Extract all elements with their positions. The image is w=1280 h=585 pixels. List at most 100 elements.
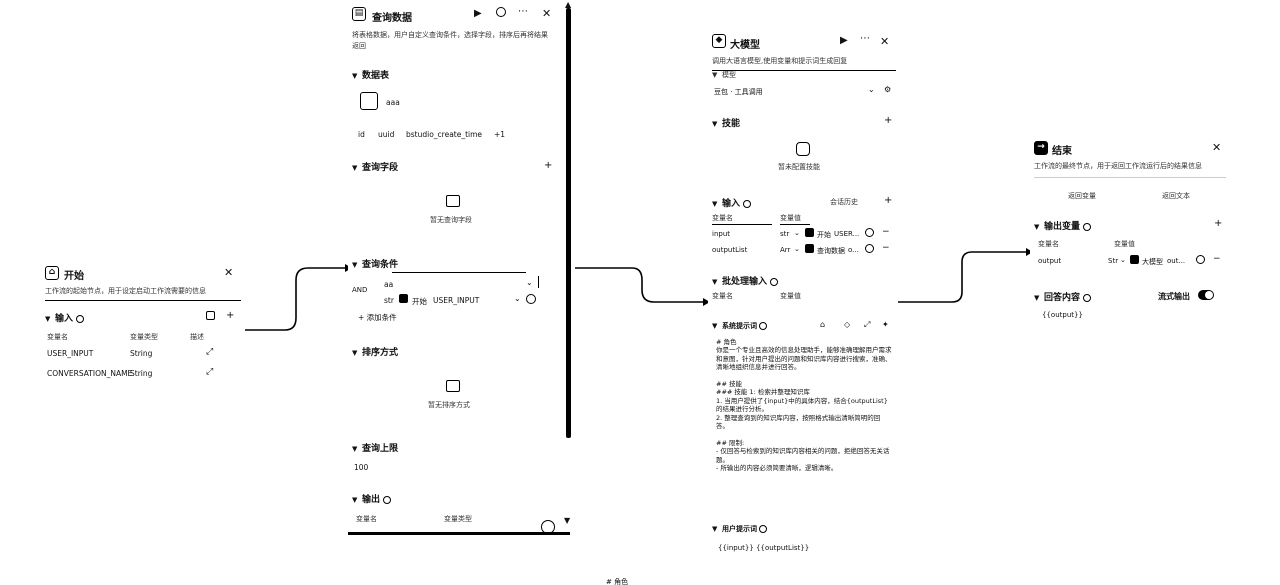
info-icon [743, 199, 752, 208]
prompt-line: ### 技能 1: 检索并整理知识库 [716, 388, 810, 397]
edit-icon[interactable]: ⤢ [206, 367, 214, 377]
chevron-down-icon[interactable]: ⌄ [514, 294, 521, 303]
end-node[interactable]: → 结束 ✕ 工作流的最终节点，用于返回工作流运行后的结果信息 返回变量 返回文… [1030, 137, 1230, 327]
model-selector[interactable]: 豆包 · 工具调用 [714, 88, 763, 96]
sort-header[interactable]: ▼排序方式 [352, 348, 399, 358]
chevron-down-icon[interactable]: ⌄ [794, 245, 800, 253]
var-name[interactable]: input [712, 230, 731, 238]
history-icon[interactable] [496, 7, 506, 17]
history-icon[interactable] [865, 228, 874, 237]
settings-icon[interactable] [206, 311, 215, 320]
conditions-header[interactable]: ▼查询条件 [352, 260, 399, 270]
chevron-down-icon[interactable]: ⌄ [1120, 256, 1126, 264]
close-icon[interactable]: ✕ [224, 266, 234, 279]
close-icon[interactable]: ✕ [542, 7, 552, 20]
add-icon[interactable]: + [1214, 218, 1223, 229]
chevron-down-icon: ▼ [712, 322, 718, 330]
run-icon[interactable]: ▶ [840, 35, 848, 46]
col-name: 变量名 [712, 214, 733, 222]
col-type: 变量类型 [444, 515, 472, 523]
and-selector[interactable]: AND [352, 286, 368, 294]
query-fields-header[interactable]: ▼查询字段 [352, 163, 399, 173]
stream-toggle[interactable] [1198, 290, 1214, 300]
answer-header[interactable]: ▼回答内容 [1034, 290, 1092, 303]
more-icon[interactable]: ⋯ [860, 33, 870, 44]
var-name[interactable]: outputList [712, 246, 748, 254]
user-prompt-text[interactable]: {{input}} {{outputList}} [718, 544, 810, 552]
node-title: 查询数据 [372, 13, 412, 24]
prompt-line: 你是一个专业且高效的信息处理助手，能够准确理解用户需求和意图，针对用户提出的问题… [716, 346, 892, 372]
add-icon[interactable]: + [884, 195, 893, 206]
limit-header[interactable]: ▼查询上限 [352, 444, 399, 454]
remove-icon[interactable]: − [882, 227, 890, 237]
history-icon[interactable] [865, 244, 874, 253]
input-section-header[interactable]: ▼输入 [45, 311, 85, 324]
llm-node[interactable]: ◆ 大模型 ▶ ⋯ ✕ 调用大语言模型,使用变量和提示词生成回复 ▼模型 豆包 … [708, 30, 898, 560]
add-icon[interactable]: + [226, 310, 235, 321]
var-value[interactable]: USER... [834, 230, 860, 238]
tab-return-text[interactable]: 返回文本 [1162, 192, 1190, 200]
var-type: str [780, 230, 790, 238]
var-name[interactable]: output [1038, 257, 1062, 265]
col-name: 变量名 [47, 333, 68, 341]
start-node[interactable]: ⌂ 开始 ✕ 工作流的起始节点，用于设定启动工作流需要的信息 ▼输入 + 变量名… [40, 262, 245, 392]
horizontal-scrollbar[interactable] [348, 532, 570, 535]
model-section-header[interactable]: ▼模型 [712, 71, 736, 79]
more-icon[interactable]: ⋯ [518, 6, 528, 17]
close-icon[interactable]: ✕ [1212, 141, 1222, 154]
remove-condition-icon[interactable] [526, 294, 536, 304]
close-icon[interactable]: ✕ [880, 35, 890, 48]
chevron-down-icon: ▼ [712, 278, 718, 286]
remove-icon[interactable]: − [882, 243, 890, 253]
var-value[interactable]: out... [1167, 257, 1186, 265]
chevron-down-icon: ▼ [1034, 223, 1040, 231]
add-icon[interactable]: + [884, 115, 893, 126]
input-header[interactable]: ▼输入 [712, 196, 752, 209]
vertical-scrollbar[interactable] [566, 8, 571, 438]
scroll-up-icon[interactable]: ▲ [565, 0, 572, 9]
limit-input[interactable]: 100 [354, 463, 369, 472]
stream-label: 流式输出 [1158, 292, 1190, 301]
var-type: String [130, 349, 153, 358]
library-icon[interactable]: ⌂ [820, 320, 826, 329]
chevron-down-icon[interactable]: ⌄ [868, 85, 875, 94]
chevron-down-icon[interactable]: ⌄ [794, 229, 800, 237]
var-value[interactable]: o... [848, 246, 859, 254]
node-title: 结束 [1052, 146, 1072, 157]
edit-icon[interactable]: ⤢ [206, 347, 214, 357]
run-icon[interactable]: ▶ [474, 8, 482, 19]
zoom-icon[interactable] [541, 520, 555, 534]
system-prompt-header[interactable]: ▼系统提示词 [712, 321, 768, 331]
optimize-icon[interactable]: ✦ [882, 320, 889, 329]
batch-header[interactable]: ▼批处理输入 [712, 274, 779, 287]
condition-value[interactable]: USER_INPUT [433, 296, 480, 305]
var-source: 查询数据 [817, 247, 845, 255]
condition-source: 开始 [412, 297, 427, 306]
skills-header[interactable]: ▼技能 [712, 119, 741, 129]
table-section-header[interactable]: ▼数据表 [352, 71, 390, 81]
answer-content[interactable]: {{output}} [1042, 311, 1083, 319]
info-icon [759, 322, 768, 330]
history-icon[interactable] [1196, 255, 1205, 264]
output-header[interactable]: ▼输出 [352, 492, 392, 505]
scroll-down-icon[interactable]: ▼ [564, 516, 571, 525]
chevron-down-icon: ▼ [712, 120, 718, 128]
add-icon[interactable]: + [544, 160, 553, 171]
expand-icon[interactable]: ⤢ [864, 320, 871, 329]
prompt-line [716, 372, 892, 380]
tab-return-variable[interactable]: 返回变量 [1068, 192, 1096, 200]
gear-icon[interactable]: ⚙ [884, 85, 892, 94]
remove-icon[interactable]: − [1213, 254, 1221, 264]
variable-icon[interactable]: ◇ [844, 320, 851, 329]
output-header[interactable]: ▼输出变量 [1034, 219, 1092, 232]
query-data-node[interactable]: ▤ 查询数据 ▶ ⋯ ✕ 将表格数据，用户自定义查询条件，选择字段，排序后再将结… [348, 0, 574, 540]
field-more: +1 [494, 130, 506, 139]
system-prompt-text[interactable]: # 角色你是一个专业且高效的信息处理助手，能够准确理解用户需求和意图，针对用户提… [716, 338, 892, 473]
col-desc: 描述 [190, 333, 204, 341]
add-condition-button[interactable]: + 添加条件 [358, 313, 397, 322]
info-icon [76, 314, 85, 323]
condition-field[interactable]: aa [384, 280, 394, 289]
prompt-line [716, 430, 892, 438]
user-prompt-header[interactable]: ▼用户提示词 [712, 524, 768, 534]
chevron-down-icon[interactable]: ⌄ [526, 278, 533, 287]
